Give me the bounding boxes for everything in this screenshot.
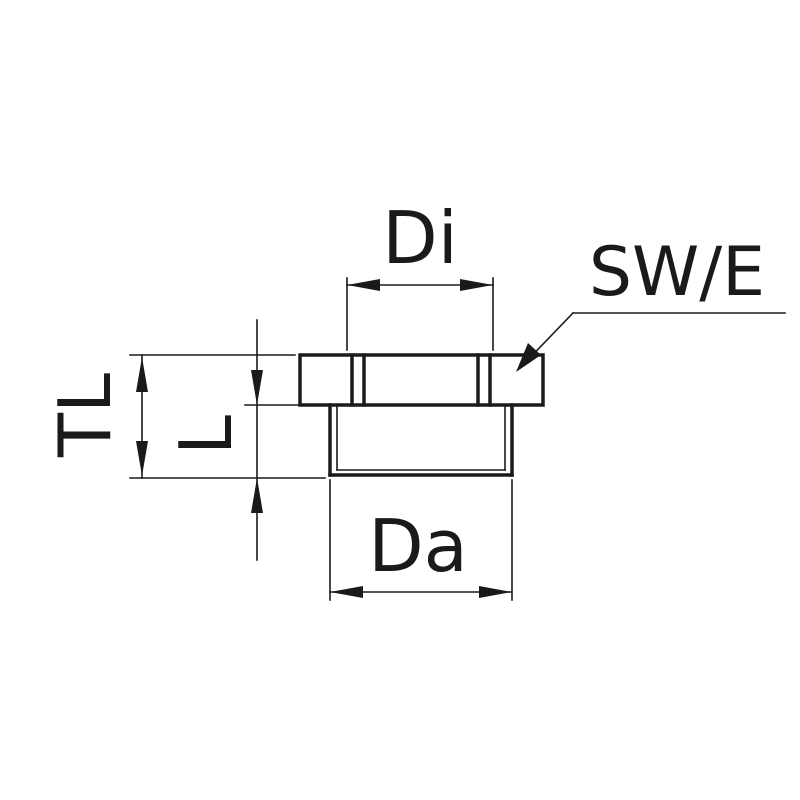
hex-head	[298, 353, 545, 407]
da-dimension: Da	[329, 479, 513, 601]
da-arrow-right	[479, 586, 512, 598]
swe-arrow	[516, 343, 541, 372]
l-dimension: L	[164, 319, 299, 561]
di-arrow-right	[460, 279, 493, 291]
tl-arrow-top	[136, 357, 148, 392]
swe-label: SW/E	[589, 233, 765, 312]
da-label: Da	[368, 504, 468, 588]
l-arrow-top	[251, 370, 263, 405]
di-arrow-left	[347, 279, 380, 291]
di-dimension: Di	[346, 196, 494, 351]
di-label: Di	[382, 196, 457, 280]
tl-dimension: TL	[43, 354, 326, 479]
l-arrow-bottom	[251, 478, 263, 513]
da-arrow-left	[330, 586, 363, 598]
tl-label: TL	[43, 373, 127, 458]
threaded-body	[328, 403, 514, 477]
tl-arrow-bottom	[136, 441, 148, 476]
l-label: L	[164, 415, 248, 455]
swe-leader: SW/E	[516, 233, 786, 372]
